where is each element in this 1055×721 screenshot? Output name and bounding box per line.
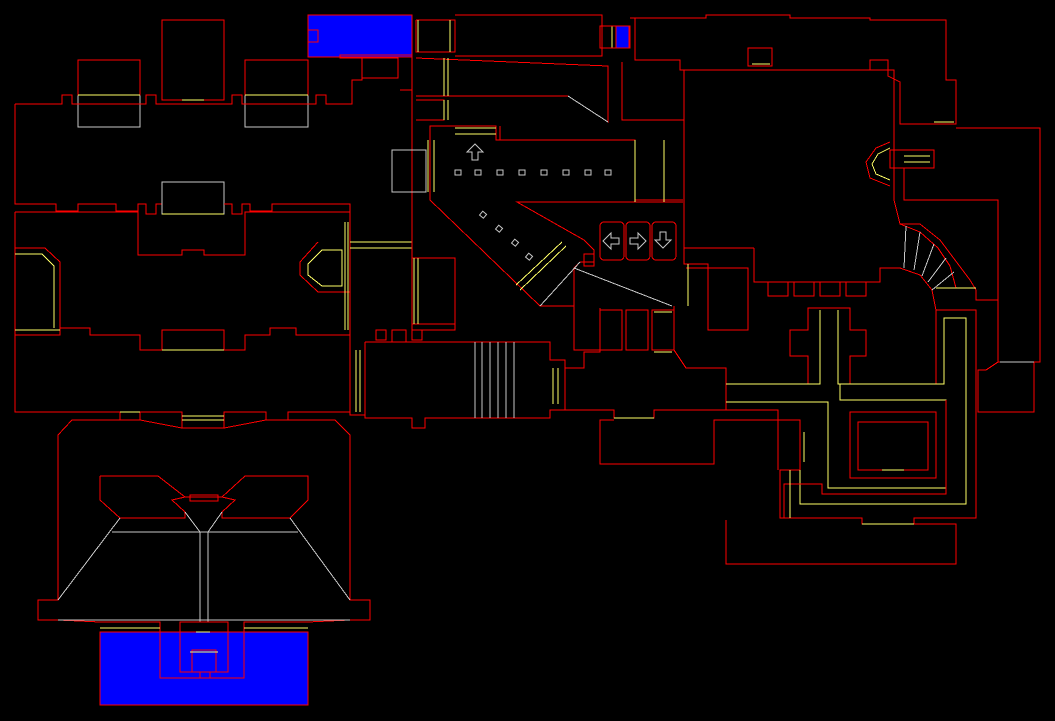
west-upper-hall (14, 54, 413, 215)
west-lower-hall (14, 335, 361, 429)
far-east-wing (903, 127, 1041, 413)
southeast-maze (599, 307, 977, 565)
northwest-towers (77, 19, 309, 128)
pool-notch (307, 29, 319, 43)
arrow-down-icon (653, 231, 673, 249)
east-curved-stair (899, 223, 976, 311)
corridor-markers (454, 169, 612, 261)
west-middle-hall (14, 204, 412, 416)
arrow-up-icon (465, 143, 485, 161)
east-main-hall (621, 14, 986, 331)
diagonal-hall (429, 140, 683, 307)
arrow-right-icon (629, 231, 647, 251)
arrow-pads (599, 221, 677, 261)
water-pool-top (307, 14, 413, 58)
water-pool-small (615, 25, 630, 49)
central-rooms (364, 253, 727, 429)
southwest-temple (37, 419, 371, 679)
water-pool-bottom (99, 631, 309, 706)
central-north-corridors (391, 14, 683, 331)
arrow-left-icon (602, 231, 620, 251)
